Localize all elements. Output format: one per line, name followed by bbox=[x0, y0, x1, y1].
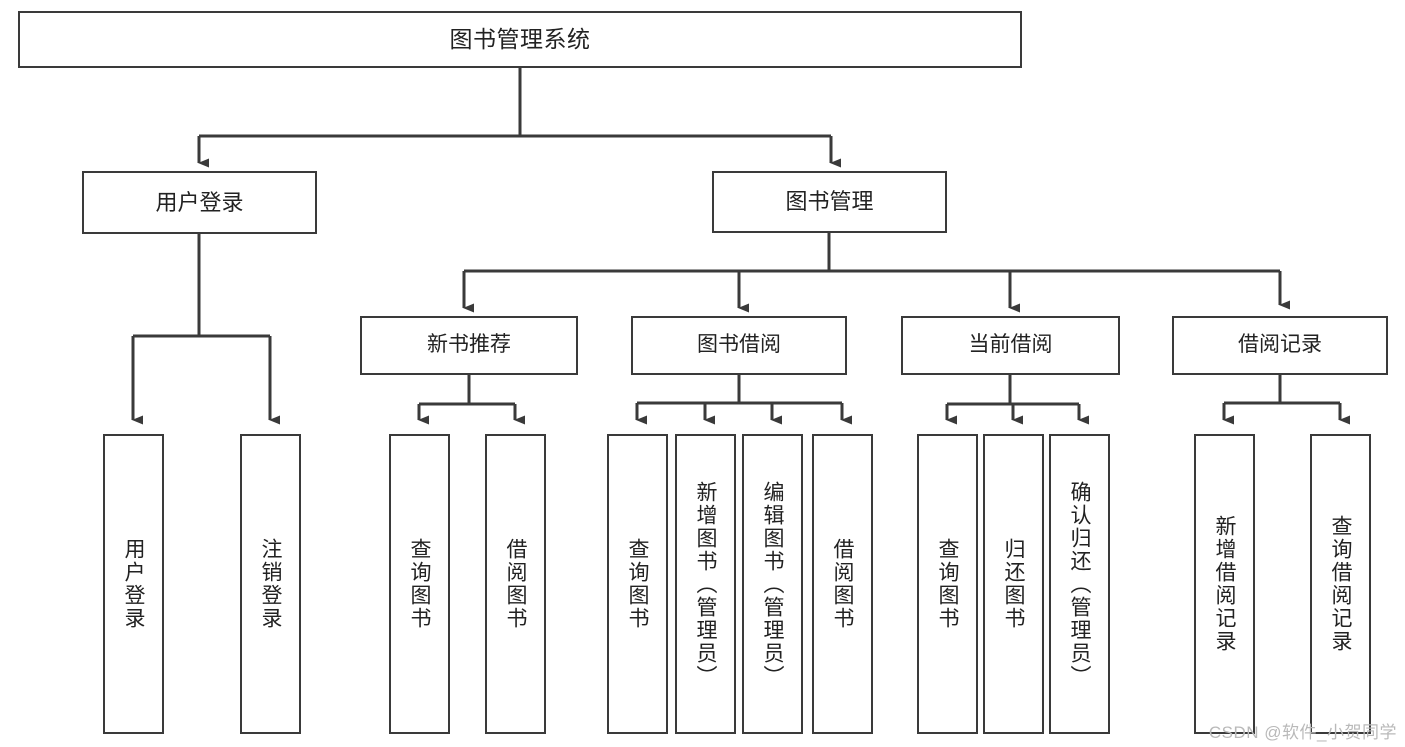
node-leaf-query-record[interactable]: 查询借阅记录 bbox=[1310, 434, 1371, 734]
node-label: 查询借阅记录 bbox=[1329, 515, 1352, 653]
node-leaf-add-record[interactable]: 新增借阅记录 bbox=[1194, 434, 1255, 734]
node-label: 注销登录 bbox=[259, 538, 282, 630]
node-label: 借阅图书 bbox=[831, 538, 854, 630]
node-leaf-user-login[interactable]: 用户登录 bbox=[103, 434, 164, 734]
node-label: 确认归还（管理员） bbox=[1068, 480, 1091, 688]
watermark-text: CSDN @软件_小贺同学 bbox=[1208, 723, 1397, 742]
node-leaf-query-book-2[interactable]: 查询图书 bbox=[607, 434, 668, 734]
node-label: 借阅图书 bbox=[504, 538, 527, 630]
node-leaf-query-book-1[interactable]: 查询图书 bbox=[389, 434, 450, 734]
node-new-book-recommend[interactable]: 新书推荐 bbox=[360, 316, 578, 375]
node-leaf-return-book[interactable]: 归还图书 bbox=[983, 434, 1044, 734]
node-label: 编辑图书（管理员） bbox=[761, 480, 784, 688]
node-book-management[interactable]: 图书管理 bbox=[712, 171, 947, 233]
node-label: 用户登录 bbox=[155, 189, 244, 215]
node-label: 图书管理系统 bbox=[449, 25, 591, 52]
node-label: 查询图书 bbox=[408, 538, 431, 630]
node-current-borrow[interactable]: 当前借阅 bbox=[901, 316, 1120, 375]
node-label: 归还图书 bbox=[1002, 538, 1025, 630]
node-label: 借阅记录 bbox=[1238, 333, 1322, 357]
node-label: 图书管理 bbox=[785, 189, 874, 215]
node-leaf-borrow-book-2[interactable]: 借阅图书 bbox=[812, 434, 873, 734]
node-label: 用户登录 bbox=[122, 538, 145, 630]
node-label: 新增借阅记录 bbox=[1213, 515, 1236, 653]
node-user-login[interactable]: 用户登录 bbox=[82, 171, 317, 234]
node-label: 查询图书 bbox=[626, 538, 649, 630]
node-leaf-confirm-return[interactable]: 确认归还（管理员） bbox=[1049, 434, 1110, 734]
node-leaf-add-book[interactable]: 新增图书（管理员） bbox=[675, 434, 736, 734]
node-label: 图书借阅 bbox=[697, 333, 781, 357]
node-label: 当前借阅 bbox=[968, 333, 1053, 357]
node-root-book-management-system[interactable]: 图书管理系统 bbox=[18, 11, 1022, 68]
node-borrow-record[interactable]: 借阅记录 bbox=[1172, 316, 1388, 375]
node-leaf-borrow-book-1[interactable]: 借阅图书 bbox=[485, 434, 546, 734]
node-label: 新增图书（管理员） bbox=[694, 480, 717, 688]
node-leaf-logout-login[interactable]: 注销登录 bbox=[240, 434, 301, 734]
node-label: 新书推荐 bbox=[427, 333, 511, 357]
node-leaf-edit-book[interactable]: 编辑图书（管理员） bbox=[742, 434, 803, 734]
node-label: 查询图书 bbox=[936, 538, 959, 630]
node-leaf-query-book-3[interactable]: 查询图书 bbox=[917, 434, 978, 734]
node-book-borrow[interactable]: 图书借阅 bbox=[631, 316, 847, 375]
